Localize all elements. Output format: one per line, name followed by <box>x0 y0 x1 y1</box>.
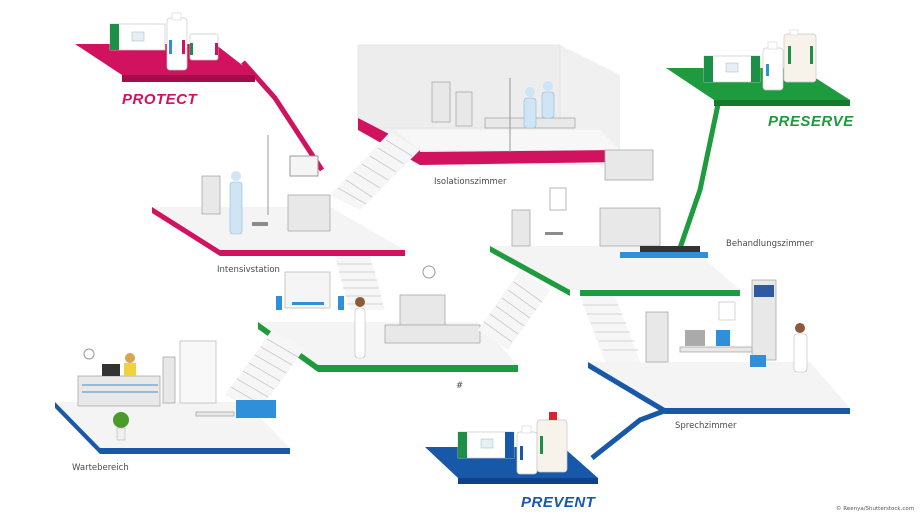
chair-icon <box>338 296 344 310</box>
staircase <box>335 256 385 310</box>
staircase <box>478 270 550 350</box>
stool-icon <box>252 222 268 226</box>
medical-cart-icon <box>431 81 451 123</box>
eye-chart-icon <box>549 187 567 211</box>
platform-protect[interactable] <box>75 12 255 82</box>
chair-icon <box>276 296 282 310</box>
nurse-icon <box>523 87 537 129</box>
cabinet-icon <box>399 294 446 326</box>
office-chair-icon <box>716 330 730 346</box>
category-label-prevent: PREVENT <box>521 494 597 511</box>
platform-preserve[interactable] <box>666 29 850 106</box>
room-isolationszimmer[interactable] <box>357 44 620 165</box>
medical-cart-icon <box>201 175 221 215</box>
product-wipes-pack-icon <box>457 431 515 459</box>
room-label-sprechzimmer: Sprechzimmer <box>675 421 737 431</box>
product-bottle-icon <box>516 425 538 475</box>
desk-icon <box>679 346 753 353</box>
table-icon <box>292 302 324 305</box>
hospital-bed-icon <box>287 194 331 232</box>
product-bottle-icon <box>762 41 784 91</box>
nurse-icon <box>229 171 243 235</box>
patient-icon <box>640 246 700 252</box>
examination-couch-icon <box>620 252 708 258</box>
waiting-chairs-icon <box>236 400 276 418</box>
lung-poster-icon <box>718 301 736 321</box>
product-bucket-icon <box>189 33 219 61</box>
coffee-table-icon <box>195 411 235 417</box>
product-wipes-pack-icon <box>109 23 166 51</box>
staircase <box>330 132 420 210</box>
doctor-icon <box>541 81 555 119</box>
medical-cart-icon <box>511 209 531 247</box>
room-label-patientenzimmer: # <box>456 381 463 391</box>
room-wartebereich[interactable] <box>55 340 290 454</box>
sink-cabinet-icon <box>599 207 661 247</box>
connector-preserve <box>677 94 723 249</box>
chair-icon <box>750 355 766 367</box>
clock-icon <box>422 265 436 279</box>
image-credit: © Reenya/Shutterstock.com <box>836 505 914 512</box>
computer-monitor-icon <box>685 330 705 346</box>
product-canister-icon <box>536 412 568 473</box>
doctor-icon <box>793 323 808 373</box>
product-wipes-pack-icon <box>703 55 761 83</box>
room-label-behandlungszimmer: Behandlungszimmer <box>726 239 814 249</box>
reception-desk-icon <box>77 375 161 407</box>
hospital-bed-icon <box>384 324 481 344</box>
category-label-preserve: PRESERVE <box>768 113 854 130</box>
ventilator-icon <box>455 91 473 127</box>
receptionist-icon <box>124 353 136 376</box>
stool-icon <box>545 232 563 235</box>
category-label-protect: PROTECT <box>122 91 199 108</box>
product-bottle-icon <box>166 12 188 71</box>
door-icon[interactable] <box>179 340 217 404</box>
plant-icon <box>113 412 129 428</box>
platform-prevent[interactable] <box>425 412 598 484</box>
wall-cabinet-icon <box>604 149 654 181</box>
computer-monitor-icon <box>102 364 120 376</box>
room-intensivstation[interactable] <box>152 135 405 256</box>
room-sprechzimmer[interactable] <box>588 279 850 414</box>
staircase <box>225 330 305 413</box>
room-label-wartebereich: Wartebereich <box>72 463 129 473</box>
clock-icon <box>83 348 95 360</box>
monitor-icon <box>289 155 319 177</box>
staircase <box>580 296 640 362</box>
binders-icon <box>754 285 774 297</box>
product-canister-icon <box>783 29 817 83</box>
water-cooler-icon <box>162 356 176 404</box>
room-label-intensivstation: Intensivstation <box>217 265 280 275</box>
room-behandlungszimmer[interactable] <box>490 149 740 296</box>
room-label-isolationszimmer: Isolationszimmer <box>434 177 507 187</box>
doctor-icon <box>354 297 366 359</box>
medical-cabinet-icon <box>645 311 669 363</box>
